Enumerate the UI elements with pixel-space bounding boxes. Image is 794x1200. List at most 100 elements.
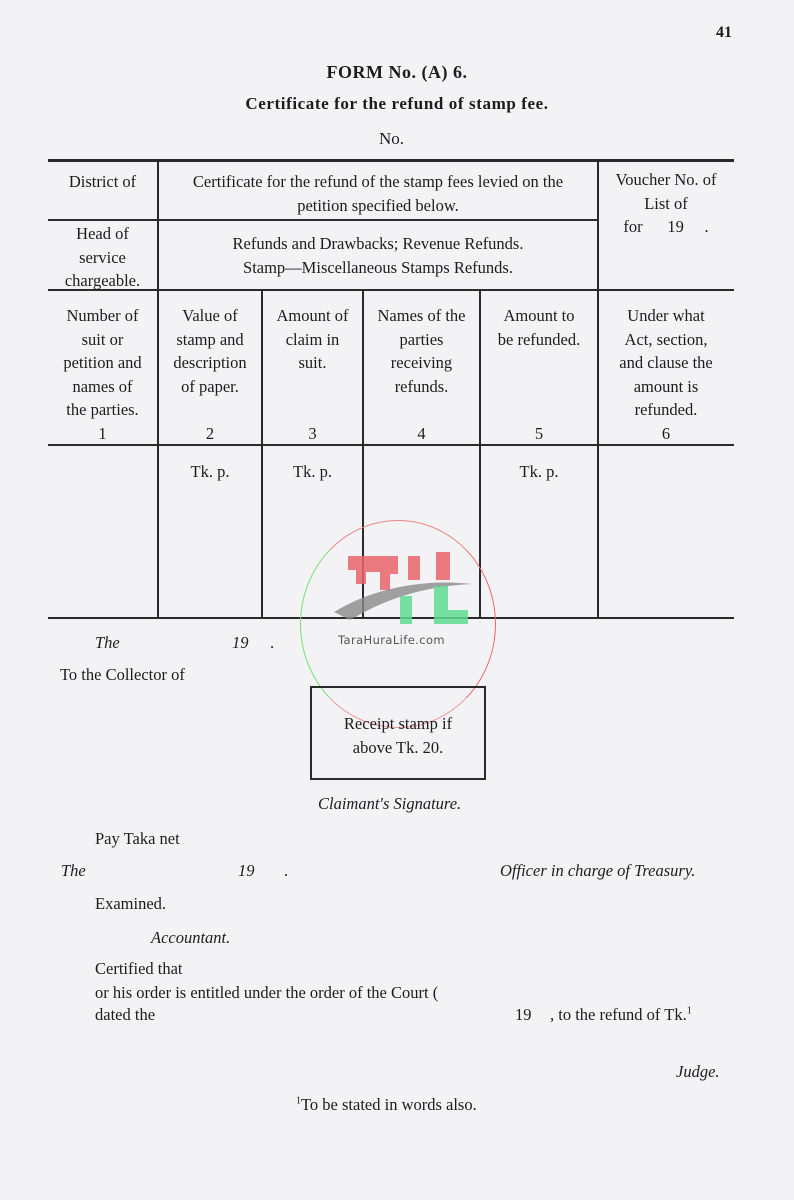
- column-header-6: Under what Act, section, and clause the …: [599, 304, 733, 422]
- header-line: receiving: [390, 353, 453, 372]
- column-number: 1: [98, 423, 107, 443]
- header-line: claim in: [285, 329, 340, 349]
- header-line: parties: [399, 329, 444, 349]
- voucher-line: for 19 .: [623, 217, 709, 236]
- to-collector-label: To the Collector of: [60, 665, 185, 684]
- table-top-rule: [48, 159, 734, 162]
- header-line: be refunded.: [497, 329, 581, 349]
- field-stamp-value[interactable]: [160, 485, 260, 616]
- column-header-2: Value of stamp and description of paper.: [159, 304, 261, 398]
- date-the-label: The: [95, 633, 120, 652]
- field-suit-number[interactable]: [50, 447, 156, 616]
- footnote-marker: 1: [296, 1095, 301, 1107]
- accountant-label: Accountant.: [151, 928, 231, 947]
- pay-taka-label: Pay Taka net: [95, 829, 180, 848]
- footnote: 1To be stated in words also.: [296, 1095, 477, 1115]
- receipt-stamp-box: Receipt stamp if above Tk. 20.: [310, 686, 486, 780]
- footnote-text: To be stated in words also.: [301, 1095, 477, 1114]
- unit-label: Tk. p.: [519, 462, 559, 481]
- head-line: Head of: [76, 224, 129, 243]
- refund-year: 19: [515, 1005, 532, 1024]
- column-header-1: Number of suit or petition and names of …: [48, 304, 157, 445]
- refunds-line: Refunds and Drawbacks; Revenue Refunds.: [232, 234, 524, 253]
- header-line: Names of the: [377, 306, 466, 325]
- unit-label: Tk. p.: [190, 462, 230, 481]
- header-line: the parties.: [66, 400, 139, 419]
- column-number: 6: [661, 424, 671, 443]
- voucher-cell: Voucher No. of List of for 19 .: [599, 168, 733, 239]
- refund-of-tk-label: , to the refund of Tk.1: [550, 1005, 692, 1025]
- judge-label: Judge.: [676, 1062, 720, 1081]
- header-line: petition and: [63, 353, 142, 372]
- refund-text: , to the refund of Tk.: [550, 1005, 687, 1024]
- column-header-4: Names of the parties receiving refunds.: [364, 304, 479, 398]
- examined-label: Examined.: [95, 894, 167, 913]
- certified-that-label: Certified that: [95, 959, 183, 978]
- header-line: and clause the: [619, 353, 713, 372]
- header-line: Under what: [627, 306, 705, 325]
- dated-the-label: dated the: [95, 1005, 156, 1024]
- column-number: 5: [534, 424, 544, 443]
- certificate-text: Certificate for the refund of the stamp …: [159, 170, 597, 217]
- date-dot: .: [270, 633, 275, 652]
- date2-year: 19: [238, 861, 255, 880]
- table-row-rule: [48, 219, 598, 221]
- table-divider: [479, 290, 481, 618]
- header-line: refunded.: [634, 400, 698, 419]
- voucher-line: Voucher No. of: [615, 170, 717, 189]
- header-line: Number of: [66, 306, 139, 325]
- header-line: Amount of: [276, 306, 349, 325]
- table-header-rule: [48, 289, 734, 291]
- table-divider: [597, 161, 599, 290]
- column-header-3: Amount of claim in suit.: [263, 304, 362, 375]
- table-divider: [362, 290, 364, 618]
- header-line: of paper.: [181, 376, 239, 396]
- column-number: 2: [205, 424, 215, 443]
- table-divider: [157, 161, 159, 290]
- watermark-logo: TaraHuraLife.com: [300, 520, 500, 730]
- certificate-text-line: petition specified below.: [297, 195, 459, 215]
- head-line: service: [79, 247, 126, 267]
- column-number: 4: [417, 424, 426, 443]
- voucher-line: List of: [644, 193, 688, 213]
- tahl-logo-icon: [334, 552, 472, 624]
- table-divider: [597, 290, 599, 618]
- refunds-heading: Refunds and Drawbacks; Revenue Refunds. …: [159, 232, 597, 279]
- stamp-box-line: above Tk. 20.: [352, 738, 444, 757]
- date2-the-label: The: [61, 861, 86, 880]
- entitled-line: or his order is entitled under the order…: [95, 983, 439, 1002]
- header-line: description: [173, 353, 247, 372]
- head-of-service: Head of service chargeable.: [48, 222, 157, 293]
- watermark-text: TaraHuraLife.com: [338, 633, 445, 647]
- refunds-line: Stamp—Miscellaneous Stamps Refunds.: [243, 257, 513, 277]
- date-year: 19: [232, 633, 249, 652]
- header-line: suit.: [298, 353, 327, 372]
- page-number: 41: [716, 24, 732, 41]
- certificate-title: Certificate for the refund of stamp fee.: [245, 94, 549, 113]
- certificate-no-label: No.: [379, 129, 405, 148]
- head-line: chargeable.: [64, 271, 141, 290]
- footnote-marker: 1: [686, 1005, 692, 1017]
- table-divider: [157, 290, 159, 618]
- column-header-5: Amount to be refunded.: [481, 304, 597, 351]
- column-number: 3: [308, 424, 317, 443]
- watermark-circle: [300, 520, 496, 728]
- header-line: Act, section,: [624, 329, 708, 349]
- officer-treasury-label: Officer in charge of Treasury.: [500, 861, 696, 880]
- header-line: names of: [72, 376, 133, 396]
- header-line: Value of: [182, 306, 238, 325]
- field-act-section[interactable]: [600, 447, 732, 616]
- table-number-rule: [48, 444, 734, 446]
- header-line: refunds.: [394, 376, 449, 396]
- form-number: FORM No. (A) 6.: [326, 62, 468, 82]
- district-label: District of: [68, 172, 137, 191]
- header-line: suit or: [81, 329, 124, 349]
- header-line: amount is: [633, 376, 699, 396]
- date2-dot: .: [284, 861, 289, 880]
- header-line: stamp and: [176, 329, 244, 349]
- certificate-text-line: Certificate for the refund of the stamp …: [192, 172, 564, 191]
- table-divider: [261, 290, 263, 618]
- stamp-box-line: Receipt stamp if: [343, 714, 453, 733]
- header-line: Amount to: [503, 306, 575, 325]
- unit-label: Tk. p.: [293, 462, 332, 481]
